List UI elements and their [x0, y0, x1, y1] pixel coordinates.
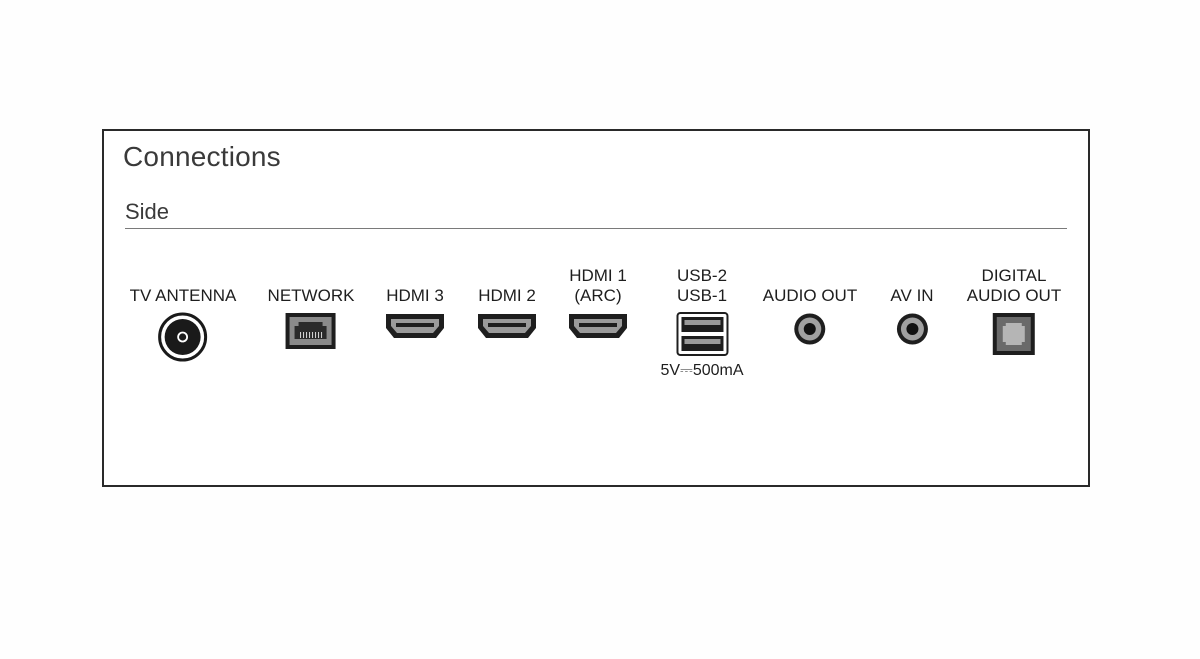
port-label-line-2: USB-1 — [676, 286, 728, 305]
port-usb: USB-2 USB-1 5V⎓500mA — [660, 266, 743, 380]
audio-jack-icon — [896, 313, 928, 345]
port-av-in: AV IN — [890, 266, 934, 346]
hdmi-port-icon — [478, 314, 536, 338]
port-tv-antenna: TV ANTENNA — [129, 266, 237, 362]
coax-antenna-icon — [158, 312, 208, 362]
port-label-line-2: (ARC) — [574, 286, 622, 305]
port-label-line-1: DIGITAL — [981, 266, 1047, 285]
port-label: AV IN — [890, 286, 934, 305]
port-label-line-1: HDMI 1 — [569, 266, 627, 285]
port-label-line-1: USB-2 — [676, 266, 728, 285]
usb-power-note: 5V⎓500mA — [660, 362, 744, 379]
port-label: NETWORK — [267, 286, 355, 305]
ethernet-port-icon — [285, 313, 336, 349]
port-label-line-2: AUDIO OUT — [966, 286, 1062, 305]
panel-title: Connections — [123, 141, 281, 172]
divider — [125, 228, 1067, 229]
optical-port-icon — [992, 313, 1035, 355]
section-title: Side — [125, 199, 170, 224]
connections-panel: Connections Side TV ANTENNA NETWORK HDMI… — [102, 129, 1090, 487]
hdmi-port-icon — [569, 314, 627, 338]
port-label: TV ANTENNA — [129, 286, 237, 305]
port-hdmi-2: HDMI 2 — [476, 266, 538, 340]
port-label: AUDIO OUT — [762, 286, 858, 305]
port-audio-out: AUDIO OUT — [763, 266, 857, 346]
usb-dual-port-icon — [675, 312, 728, 356]
port-hdmi-1-arc: HDMI 1 (ARC) — [567, 266, 629, 340]
port-label: HDMI 2 — [478, 286, 536, 305]
hdmi-port-icon — [386, 314, 444, 338]
audio-jack-icon — [794, 313, 826, 345]
port-network: NETWORK — [267, 266, 355, 350]
port-digital-audio-out: DIGITAL AUDIO OUT — [967, 266, 1061, 356]
port-hdmi-3: HDMI 3 — [384, 266, 446, 340]
port-label: HDMI 3 — [386, 286, 444, 305]
